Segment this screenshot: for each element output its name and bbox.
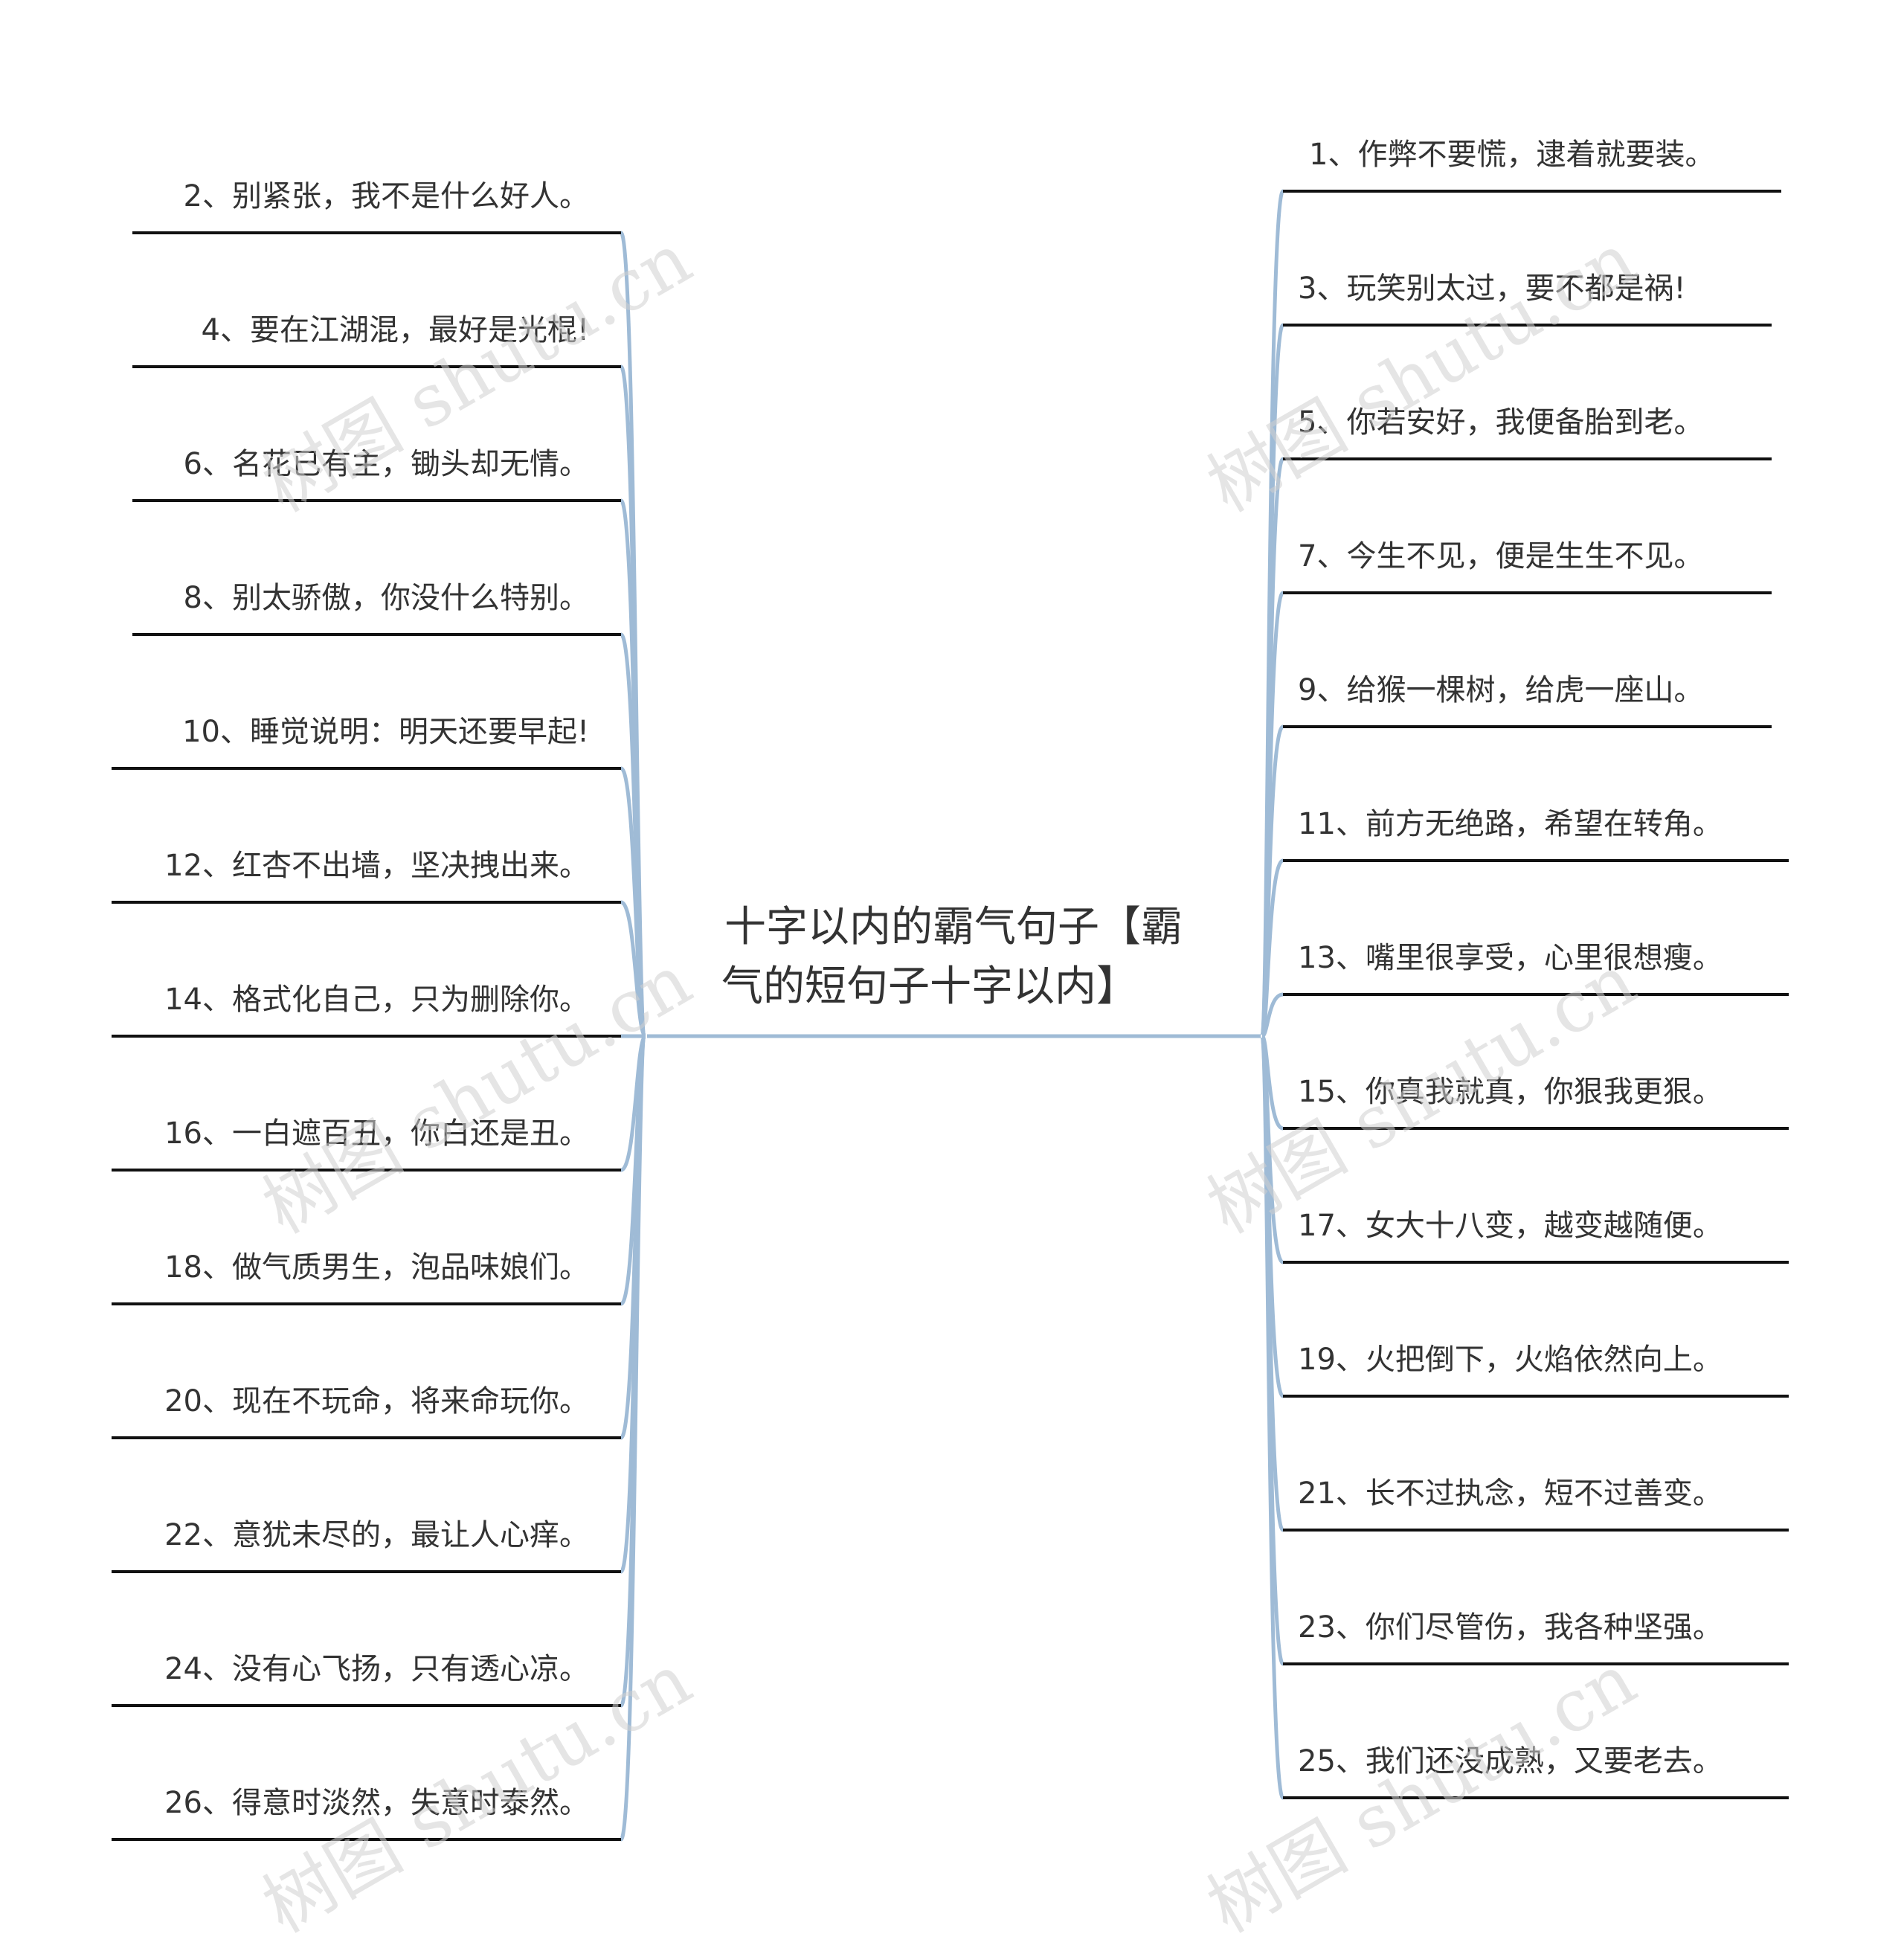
sentence-item-right[interactable]: 13、嘴里很享受，心里很想瘦。 <box>1298 941 1723 975</box>
sentence-item-right[interactable]: 21、长不过执念，短不过善变。 <box>1298 1476 1723 1511</box>
sentence-item-left[interactable]: 10、睡觉说明：明天还要早起! <box>182 715 589 749</box>
labels: 2、别紧张，我不是什么好人。 4、要在江湖混，最好是光棍! 6、名花已有主，锄头却无… <box>164 138 1723 1820</box>
sentence-item-right[interactable]: 1、作弊不要慌，逮着就要装。 <box>1309 138 1714 172</box>
sentence-item-right[interactable]: 7、今生不见，便是生生不见。 <box>1298 539 1703 573</box>
branch-connector-right <box>1260 858 1284 1038</box>
center-title-line-1: 十字以内的霸气句子【霸 <box>724 903 1183 951</box>
sentence-item-left[interactable]: 24、没有心飞扬，只有透心凉。 <box>164 1652 589 1686</box>
branch-connector-right <box>1260 1034 1285 1800</box>
sentence-item-left[interactable]: 12、红杏不出墙，坚决拽出来。 <box>164 849 589 883</box>
sentence-item-left[interactable]: 4、要在江湖混，最好是光棍! <box>202 313 589 347</box>
center-title-line-2: 气的短句子十字以内】 <box>721 962 1138 1011</box>
sentence-item-right[interactable]: 3、玩笑别太过，要不都是祸! <box>1298 271 1685 306</box>
branch-connector-right <box>1261 992 1284 1038</box>
watermark: 树图 shutu.cn <box>250 217 705 528</box>
sentence-item-left[interactable]: 6、名花已有主，锄头却无情。 <box>184 447 589 481</box>
sentence-item-right[interactable]: 11、前方无绝路，希望在转角。 <box>1298 807 1723 841</box>
sentence-item-right[interactable]: 15、你真我就真，你狠我更狠。 <box>1298 1075 1723 1109</box>
sentence-item-left[interactable]: 8、别太骄傲，你没什么特别。 <box>184 581 589 615</box>
sentence-item-right[interactable]: 23、你们尽管伤，我各种坚强。 <box>1298 1610 1723 1645</box>
sentence-item-left[interactable]: 16、一白遮百丑，你白还是丑。 <box>164 1116 589 1151</box>
center-topic[interactable]: 十字以内的霸气句子【霸 气的短句子十字以内】 <box>647 903 1261 1038</box>
connectors <box>619 189 1285 1842</box>
branch-connector-left <box>620 900 648 1038</box>
sentence-item-left[interactable]: 18、做气质男生，泡品味娘们。 <box>164 1250 589 1285</box>
watermark: 树图 shutu.cn <box>1194 217 1650 528</box>
sentence-item-right[interactable]: 9、给猴一棵树，给虎一座山。 <box>1298 673 1703 707</box>
sentence-item-left[interactable]: 26、得意时淡然，失意时泰然。 <box>164 1786 589 1820</box>
branch-connector-left <box>619 1034 648 1842</box>
watermark: 树图 shutu.cn <box>1194 1638 1650 1949</box>
sentence-item-right[interactable]: 17、女大十八变，越变越随便。 <box>1298 1209 1723 1243</box>
underlines <box>112 190 1789 1841</box>
sentence-item-left[interactable]: 22、意犹未尽的，最让人心痒。 <box>164 1518 589 1552</box>
sentence-item-right[interactable]: 25、我们还没成熟，又要老去。 <box>1298 1744 1723 1778</box>
sentence-item-right[interactable]: 19、火把倒下，火焰依然向上。 <box>1298 1343 1723 1377</box>
sentence-item-left[interactable]: 2、别紧张，我不是什么好人。 <box>184 179 589 213</box>
sentence-item-right[interactable]: 5、你若安好，我便备胎到老。 <box>1298 405 1703 440</box>
sentence-item-left[interactable]: 14、格式化自己，只为删除你。 <box>164 983 589 1017</box>
sentence-item-left[interactable]: 20、现在不玩命，将来命玩你。 <box>164 1384 589 1418</box>
